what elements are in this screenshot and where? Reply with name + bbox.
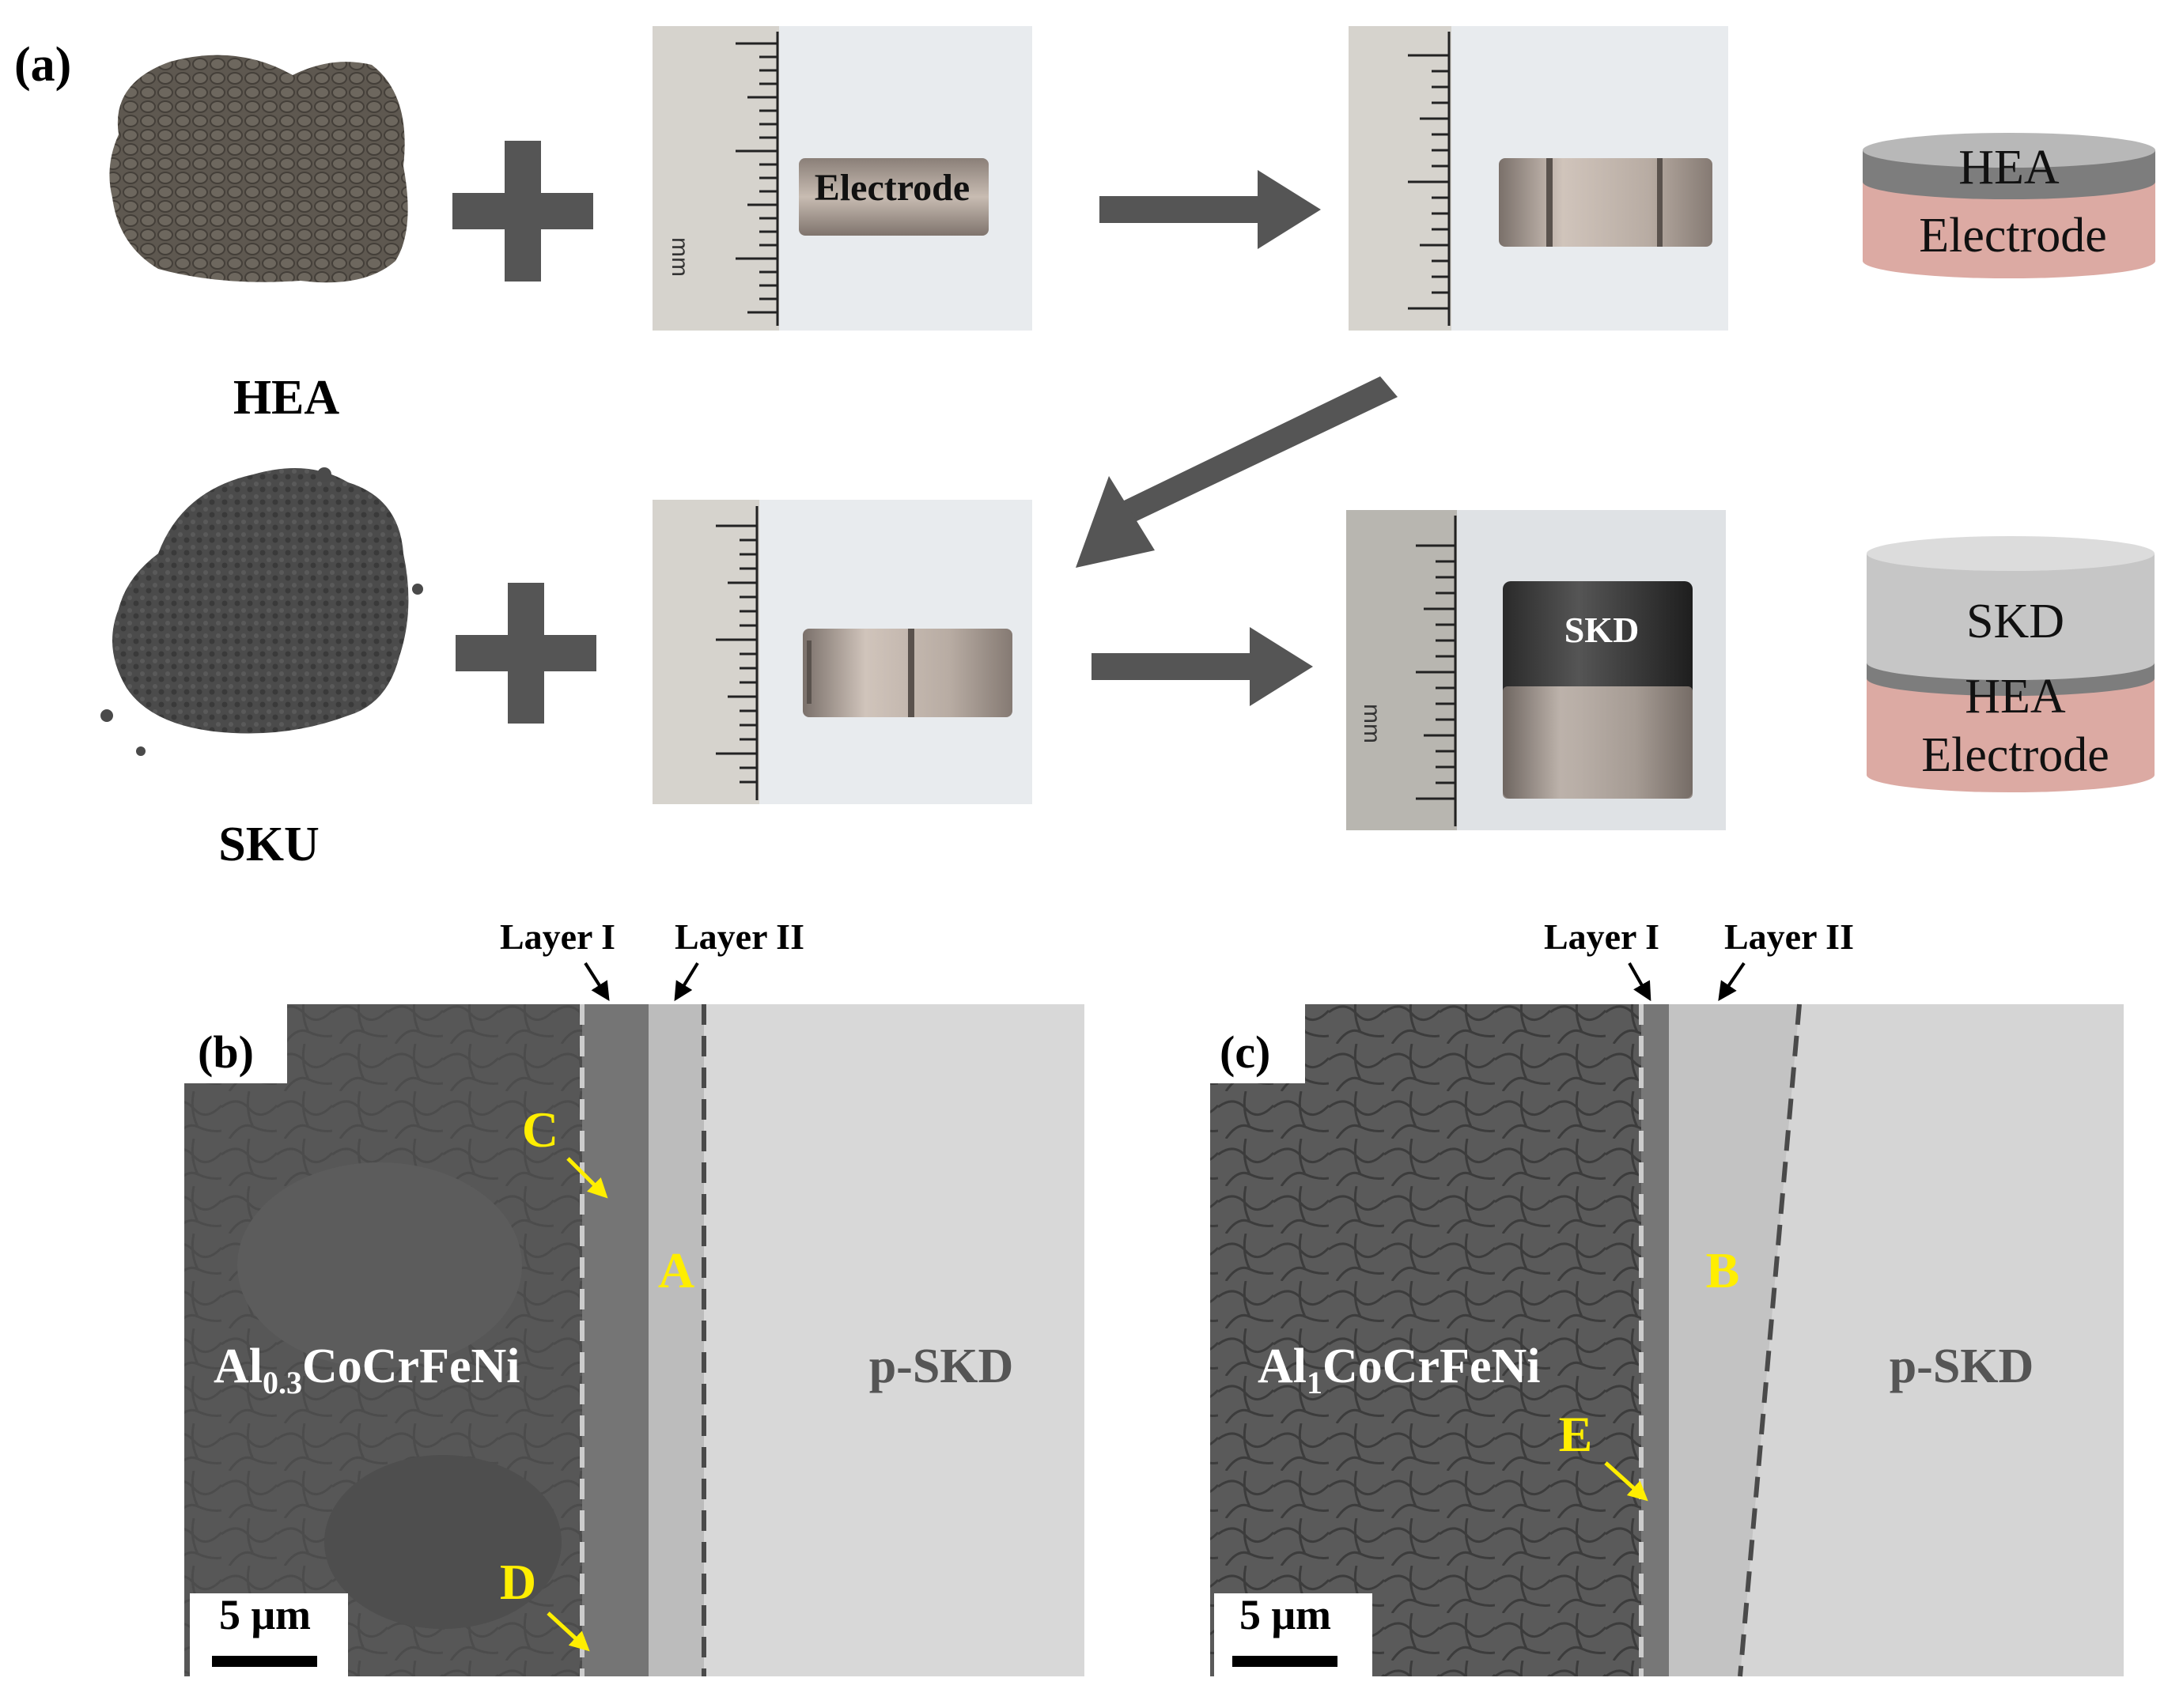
sku-label: SKU: [218, 818, 319, 871]
panel-b-scale-text: 5 μm: [219, 1591, 311, 1638]
schematic-top-hea-text: HEA: [1958, 141, 2060, 195]
arrow-right-top: [1099, 170, 1321, 249]
panel-c-point-e-arrow: [1604, 1461, 1648, 1502]
panel-c-layer2-arrow: [1718, 962, 1746, 1001]
panel-b-label: (b): [198, 1026, 254, 1078]
panel-c-alloy-label: Al1CoCrFeNi: [1258, 1340, 1540, 1400]
schematic-bottom-skd-text: SKD: [1966, 595, 2064, 648]
electrode-photo: mm Electrode: [653, 26, 1032, 331]
arrow-diagonal: [1076, 376, 1398, 568]
schematic-bottom-hea-text: HEA: [1965, 670, 2066, 724]
sku-powder-photo: [100, 467, 423, 756]
ruler-unit-label: mm: [667, 237, 693, 277]
hea-label: HEA: [233, 371, 340, 425]
panel-c-point-b: B: [1706, 1242, 1740, 1298]
coated-electrode-photo-2: [653, 500, 1032, 804]
panel-a-label: (a): [14, 38, 71, 92]
sem-image-b: [184, 1004, 1084, 1676]
electrode-photo-label: Electrode: [815, 167, 970, 209]
panel-c-layer1-label: Layer I: [1544, 916, 1659, 957]
panel-c-layer1-arrow: [1628, 962, 1651, 1002]
panel-b-point-d: D: [500, 1554, 536, 1610]
panel-b-layer2-arrow: [674, 962, 699, 1002]
schematic-skd-hea-electrode: SKD HEA Electrode: [1867, 536, 2155, 792]
plus-icon-top: [452, 141, 593, 282]
panel-c-label: (c): [1220, 1026, 1270, 1078]
panel-b-point-d-arrow: [547, 1612, 590, 1652]
coated-electrode-photo: [1349, 26, 1728, 331]
skd-photo-label: SKD: [1564, 610, 1640, 650]
ruler-unit-label-2: mm: [1359, 704, 1385, 743]
panel-c-point-e: E: [1559, 1406, 1593, 1462]
panel-c-layer2-label: Layer II: [1724, 916, 1854, 957]
panel-b-scale-bar: 5 μm: [190, 1591, 348, 1676]
sem-image-c: [1210, 1003, 2124, 1677]
panel-b-point-c: C: [522, 1102, 558, 1158]
panel-b-point-a: A: [658, 1242, 694, 1298]
panel-b-alloy-label: Al0.3CoCrFeNi: [214, 1340, 520, 1400]
panel-b-point-c-arrow: [566, 1157, 608, 1199]
panel-c-matrix-label: p-SKD: [1890, 1340, 2034, 1393]
arrow-right-bottom: [1092, 627, 1313, 706]
panel-b-matrix-label: p-SKD: [869, 1340, 1014, 1393]
hea-powder-photo: [109, 55, 408, 283]
panel-c-scale-text: 5 μm: [1239, 1591, 1331, 1638]
schematic-bottom-electrode-text: Electrode: [1921, 728, 2109, 782]
plus-icon-bottom: [456, 583, 596, 724]
skd-coated-photo: mm SKD: [1346, 510, 1726, 830]
panel-c-scale-bar: 5 μm: [1214, 1591, 1372, 1676]
schematic-hea-electrode: HEA Electrode: [1863, 133, 2155, 278]
panel-b-layer1-arrow: [584, 962, 610, 1002]
panel-b-layer2-label: Layer II: [675, 916, 804, 957]
panel-b-layer1-label: Layer I: [500, 916, 615, 957]
schematic-top-electrode-text: Electrode: [1919, 209, 2107, 263]
